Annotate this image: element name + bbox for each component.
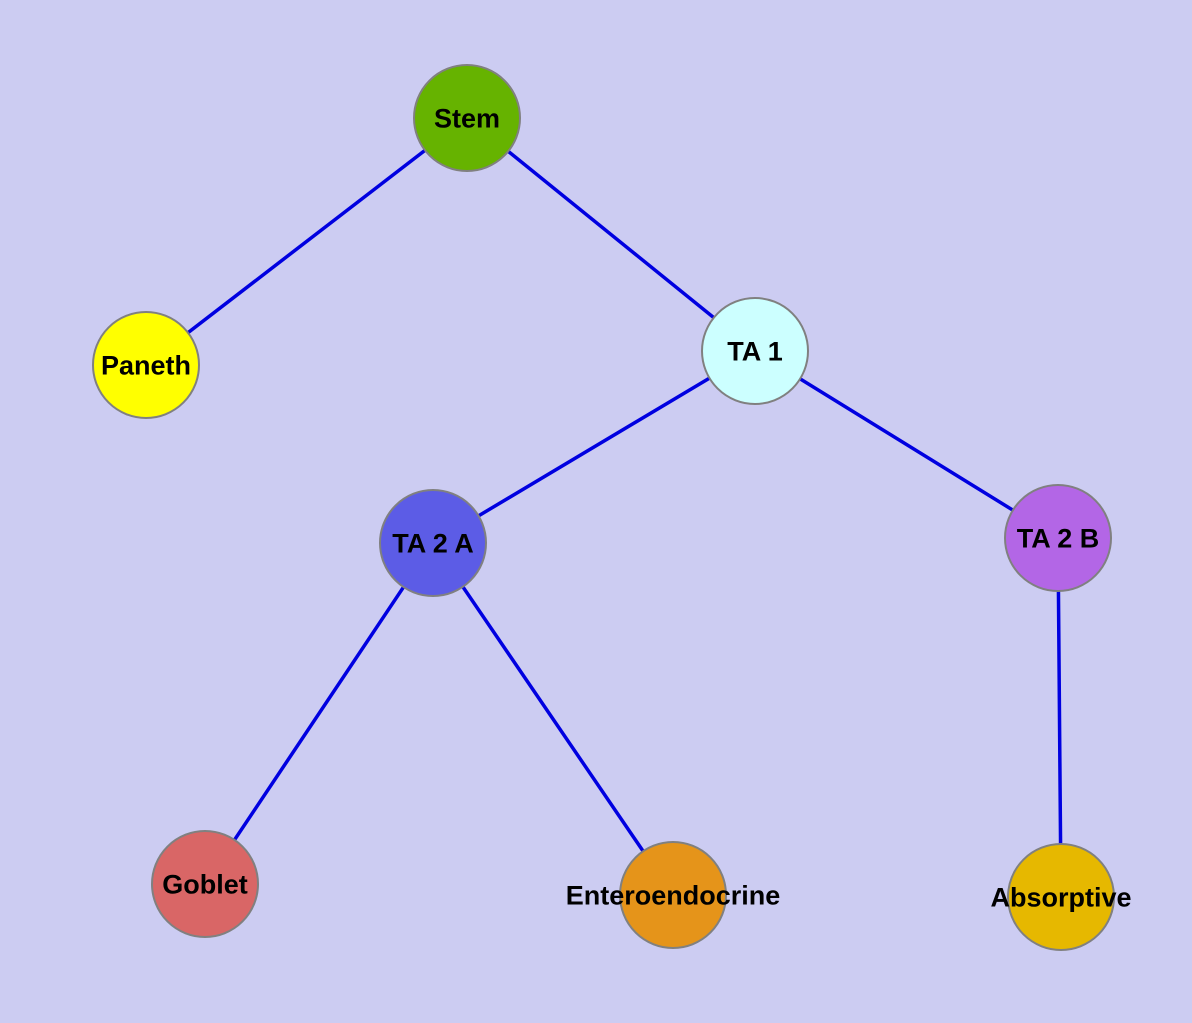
node-enteroendocrine[interactable]: Enteroendocrine — [566, 841, 781, 949]
edge-stem-to-paneth[interactable] — [144, 116, 469, 367]
edge-ta1-to-ta2a[interactable] — [431, 349, 757, 545]
node-goblet[interactable]: Goblet — [151, 830, 259, 938]
node-ta1[interactable]: TA 1 — [701, 297, 809, 405]
node-circle-ta1[interactable] — [701, 297, 809, 405]
node-circle-ta2b[interactable] — [1004, 484, 1112, 592]
node-absorptive[interactable]: Absorptive — [990, 843, 1132, 951]
node-circle-goblet[interactable] — [151, 830, 259, 938]
node-ta2b[interactable]: TA 2 B — [1004, 484, 1112, 592]
node-circle-stem[interactable] — [413, 64, 521, 172]
node-circle-absorptive[interactable] — [1007, 843, 1115, 951]
edge-ta2a-to-enteroendocrine[interactable] — [431, 541, 675, 897]
node-circle-enteroendocrine[interactable] — [619, 841, 727, 949]
node-stem[interactable]: Stem — [413, 64, 521, 172]
edge-ta2b-to-absorptive[interactable] — [1056, 536, 1063, 899]
edge-ta2a-to-goblet[interactable] — [203, 541, 435, 886]
node-paneth[interactable]: Paneth — [92, 311, 200, 419]
node-circle-ta2a[interactable] — [379, 489, 487, 597]
node-circle-paneth[interactable] — [92, 311, 200, 419]
edge-ta1-to-ta2b[interactable] — [753, 349, 1060, 540]
edge-stem-to-ta1[interactable] — [465, 116, 757, 353]
node-ta2a[interactable]: TA 2 A — [379, 489, 487, 597]
